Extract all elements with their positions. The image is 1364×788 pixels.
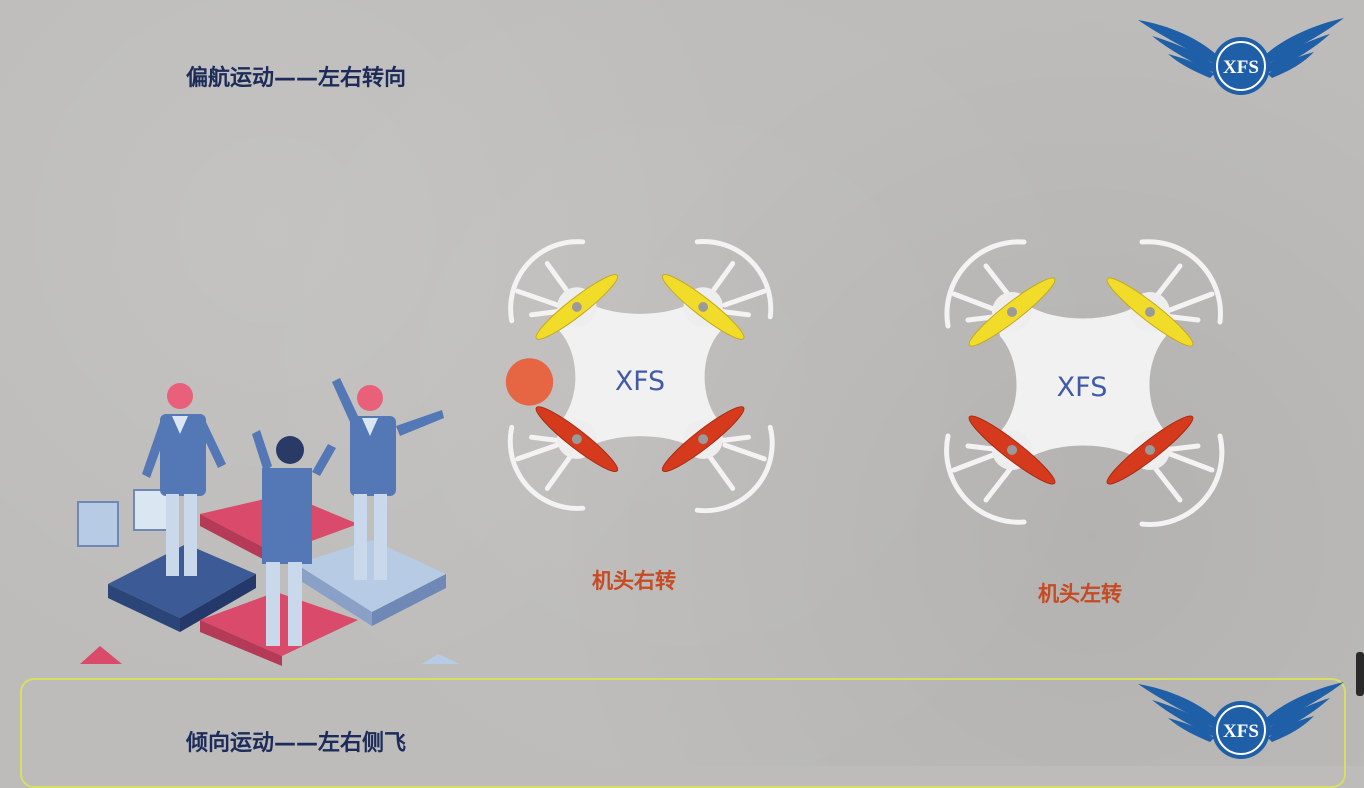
drone-yaw-left: XFS <box>944 239 1225 527</box>
scrollbar-thumb[interactable] <box>1356 652 1364 696</box>
logo-text: XFS <box>1223 57 1259 78</box>
logo-text: XFS <box>1223 721 1259 742</box>
xfs-logo-bottom: XFS <box>1138 682 1344 759</box>
pointer-marker <box>505 358 554 406</box>
drone-body-label: XFS <box>1057 372 1108 403</box>
teamwork-illustration <box>77 378 460 666</box>
next-slide-title: 倾向运动——左右侧飞 <box>186 731 407 756</box>
xfs-logo: XFS <box>1138 18 1344 95</box>
caption-nose-right: 机头右转 <box>592 569 676 593</box>
drone-body-label: XFS <box>615 366 665 397</box>
slide-title: 偏航运动——左右转向 <box>186 66 407 91</box>
caption-nose-left: 机头左转 <box>1038 582 1122 606</box>
drone-yaw-right: XFS <box>505 239 775 514</box>
